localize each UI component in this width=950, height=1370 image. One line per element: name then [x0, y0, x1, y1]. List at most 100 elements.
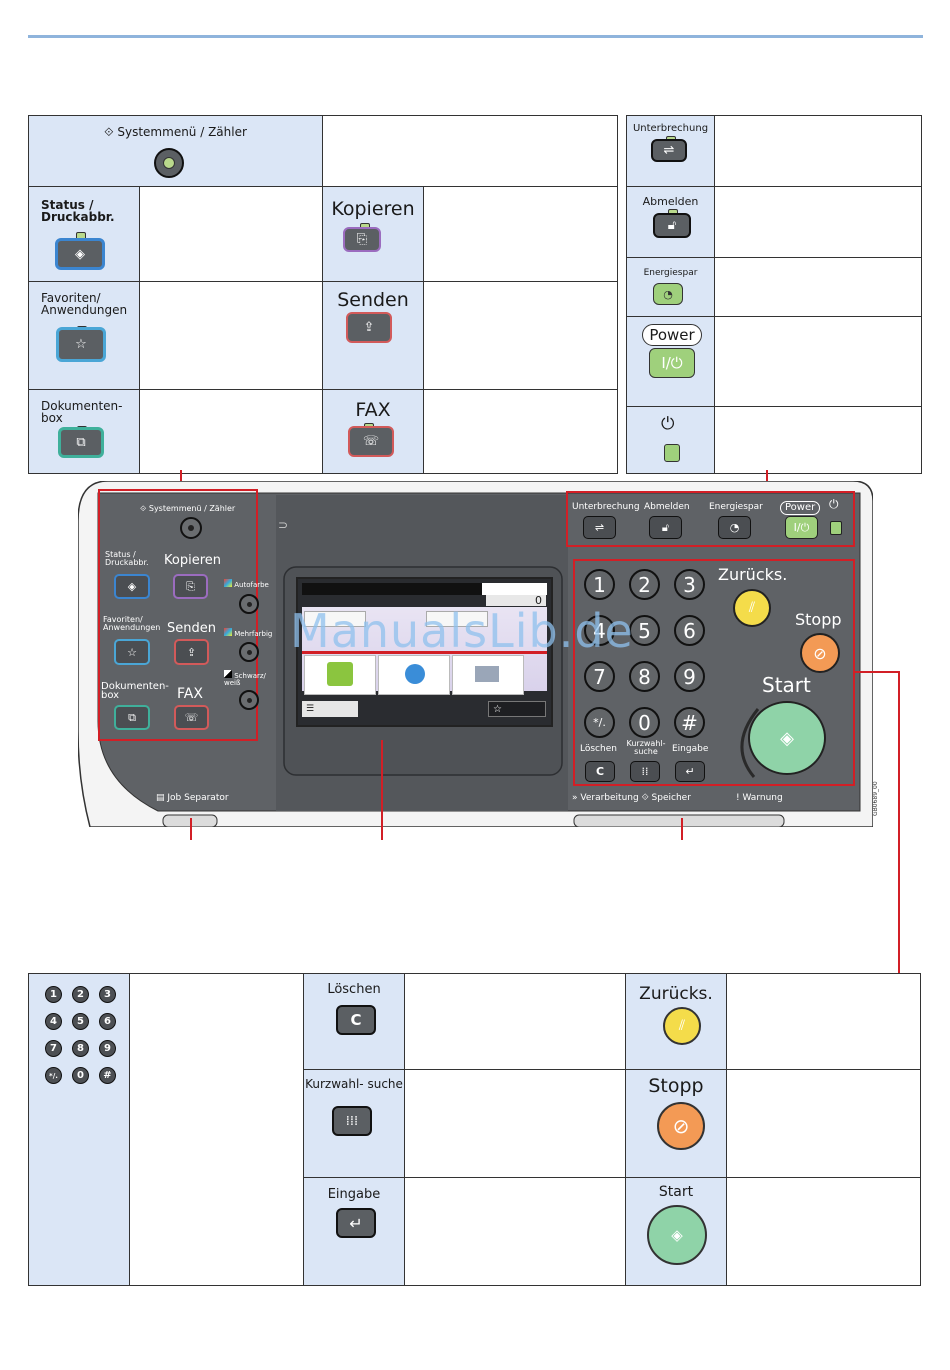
- numeric-key[interactable]: 7: [45, 1040, 62, 1057]
- screen-app-box[interactable]: [452, 655, 524, 695]
- screen-app-send[interactable]: [378, 655, 450, 695]
- senden-label: Senden: [337, 289, 409, 311]
- screen-list-button[interactable]: ☰: [302, 701, 358, 717]
- panel-power-button[interactable]: I/⏻: [785, 516, 818, 539]
- panel-start-button[interactable]: ◈: [748, 701, 826, 775]
- fax-button[interactable]: ☏: [348, 426, 394, 457]
- cell-stopp: Stopp ⊘: [625, 1069, 727, 1178]
- kurzwahl-button[interactable]: ⁞⁞⁞: [332, 1106, 372, 1136]
- panel-energiespar-button[interactable]: ◔: [718, 516, 751, 539]
- systemmenu-label: Systemmenü / Zähler: [117, 125, 247, 139]
- panel-kurzwahl-button[interactable]: ⁞⁞: [630, 761, 660, 782]
- panel-numeric-key[interactable]: 3: [674, 569, 705, 600]
- abmelden-button[interactable]: 🔓︎: [653, 213, 691, 238]
- panel-numeric-key[interactable]: 4: [584, 615, 615, 646]
- panel-senden-button[interactable]: ⇪: [174, 639, 209, 665]
- status-button[interactable]: ◈: [55, 238, 105, 270]
- abmelden-label: Abmelden: [642, 195, 699, 208]
- cell-dokumentenbox: Dokumenten- box ⧉: [28, 389, 140, 474]
- stopp-button[interactable]: ⊘: [657, 1102, 705, 1150]
- panel-stopp-label: Stopp: [795, 610, 842, 629]
- numeric-key[interactable]: #: [99, 1067, 116, 1084]
- systemmenu-button[interactable]: [154, 148, 184, 178]
- panel-eingabe-button[interactable]: ↵: [675, 761, 705, 782]
- cell-systemmenu: ⟐ Systemmenü / Zähler: [28, 115, 323, 187]
- schwarzweiss-icon: [224, 670, 232, 678]
- numeric-key[interactable]: 6: [99, 1013, 116, 1030]
- cell-energiespar-desc: [714, 257, 922, 317]
- numeric-key[interactable]: 8: [72, 1040, 89, 1057]
- loeschen-button[interactable]: C: [336, 1005, 376, 1035]
- warnung-label: Warnung: [742, 793, 783, 803]
- dokumentenbox-button[interactable]: ⧉: [58, 427, 104, 458]
- panel-start-label: Start: [762, 673, 811, 697]
- speicher-label: Speicher: [651, 793, 691, 803]
- panel-favoriten-button[interactable]: ☆: [114, 639, 150, 665]
- panel-numeric-key[interactable]: 5: [629, 615, 660, 646]
- panel-numeric-key[interactable]: #: [674, 707, 705, 738]
- numeric-key[interactable]: 0: [72, 1067, 89, 1084]
- top-right-key-table: Unterbrechung ⇌ Abmelden 🔓︎ Energiespar …: [626, 115, 922, 474]
- panel-code: GB0689_00: [872, 781, 879, 816]
- screen-favorite-button[interactable]: ☆: [488, 701, 546, 717]
- numeric-key[interactable]: 9: [99, 1040, 116, 1057]
- numeric-key[interactable]: 4: [45, 1013, 62, 1030]
- screen-app-copy[interactable]: [304, 655, 376, 695]
- panel-kopieren-button[interactable]: ⎘: [173, 574, 208, 599]
- kopieren-button[interactable]: ⎘: [343, 227, 381, 252]
- panel-status-button[interactable]: ◈: [114, 574, 150, 599]
- unterbrechung-button[interactable]: ⇌: [651, 139, 687, 162]
- panel-numeric-key[interactable]: */.: [584, 707, 615, 738]
- power-button[interactable]: I/⏻: [649, 348, 695, 378]
- panel-fax-button[interactable]: ☏: [174, 705, 209, 730]
- autofarbe-button[interactable]: [239, 594, 259, 614]
- schwarzweiss-button[interactable]: [239, 690, 259, 710]
- panel-numeric-key[interactable]: 2: [629, 569, 660, 600]
- panel-systemmenu-button[interactable]: [180, 517, 202, 539]
- panel-stopp-button[interactable]: ⊘: [800, 633, 840, 673]
- cell-abmelden-desc: [714, 186, 922, 258]
- start-button[interactable]: ◈: [647, 1205, 707, 1265]
- cell-zuruecks: Zurücks. ⫽: [625, 973, 727, 1070]
- cell-main-power: ⏻: [626, 406, 715, 474]
- panel-zuruecks-button[interactable]: ⫽: [733, 589, 771, 627]
- eingabe-button[interactable]: ↵: [336, 1208, 376, 1238]
- panel-numeric-key[interactable]: 1: [584, 569, 615, 600]
- fax-label: FAX: [355, 399, 391, 421]
- panel-unterbrechung-button[interactable]: ⇌: [583, 516, 616, 539]
- unterbrechung-label: Unterbrechung: [632, 123, 709, 134]
- mehrfarbig-button[interactable]: [239, 642, 259, 662]
- panel-numeric-key[interactable]: 8: [629, 661, 660, 692]
- cell-power: Power I/⏻: [626, 316, 715, 407]
- panel-kopieren-label: Kopieren: [164, 553, 221, 568]
- panel-numeric-key[interactable]: 9: [674, 661, 705, 692]
- watermark: ManualsLib.de: [290, 604, 634, 658]
- energiespar-button[interactable]: ◔: [653, 283, 683, 305]
- interrupt-icon: ⇌: [663, 143, 675, 158]
- panel-numeric-key[interactable]: 0: [629, 707, 660, 738]
- numeric-key[interactable]: */.: [45, 1067, 62, 1084]
- numeric-key[interactable]: 3: [99, 986, 116, 1003]
- panel-numeric-key[interactable]: 6: [674, 615, 705, 646]
- speicher-icon: ⟐: [641, 793, 649, 803]
- numeric-key[interactable]: 5: [72, 1013, 89, 1030]
- main-power-led: [664, 444, 680, 462]
- panel-eingabe-label: Eingabe: [672, 744, 709, 754]
- senden-button[interactable]: ⇪: [346, 312, 392, 343]
- favoriten-button[interactable]: ☆: [56, 327, 106, 362]
- panel-abmelden-button[interactable]: 🔓︎: [649, 516, 682, 539]
- cell-fax-desc: [423, 389, 618, 474]
- cell-eingabe: Eingabe ↵: [303, 1177, 405, 1286]
- left-key-group: [98, 489, 258, 741]
- numeric-key[interactable]: 1: [45, 986, 62, 1003]
- panel-loeschen-button[interactable]: C: [585, 761, 615, 782]
- panel-dokumentenbox-button[interactable]: ⧉: [114, 705, 150, 730]
- top-left-key-table: ⟐ Systemmenü / Zähler Status / Druckabbr…: [28, 115, 618, 474]
- zuruecks-button[interactable]: ⫽: [663, 1007, 701, 1045]
- panel-numeric-key[interactable]: 7: [584, 661, 615, 692]
- touch-screen[interactable]: 0 ☰ ☆: [296, 577, 553, 727]
- start-label: Start: [658, 1184, 694, 1200]
- numeric-key[interactable]: 2: [72, 986, 89, 1003]
- job-separator-icon: ▤: [156, 793, 165, 803]
- autofarbe-label: Autofarbe: [234, 581, 269, 589]
